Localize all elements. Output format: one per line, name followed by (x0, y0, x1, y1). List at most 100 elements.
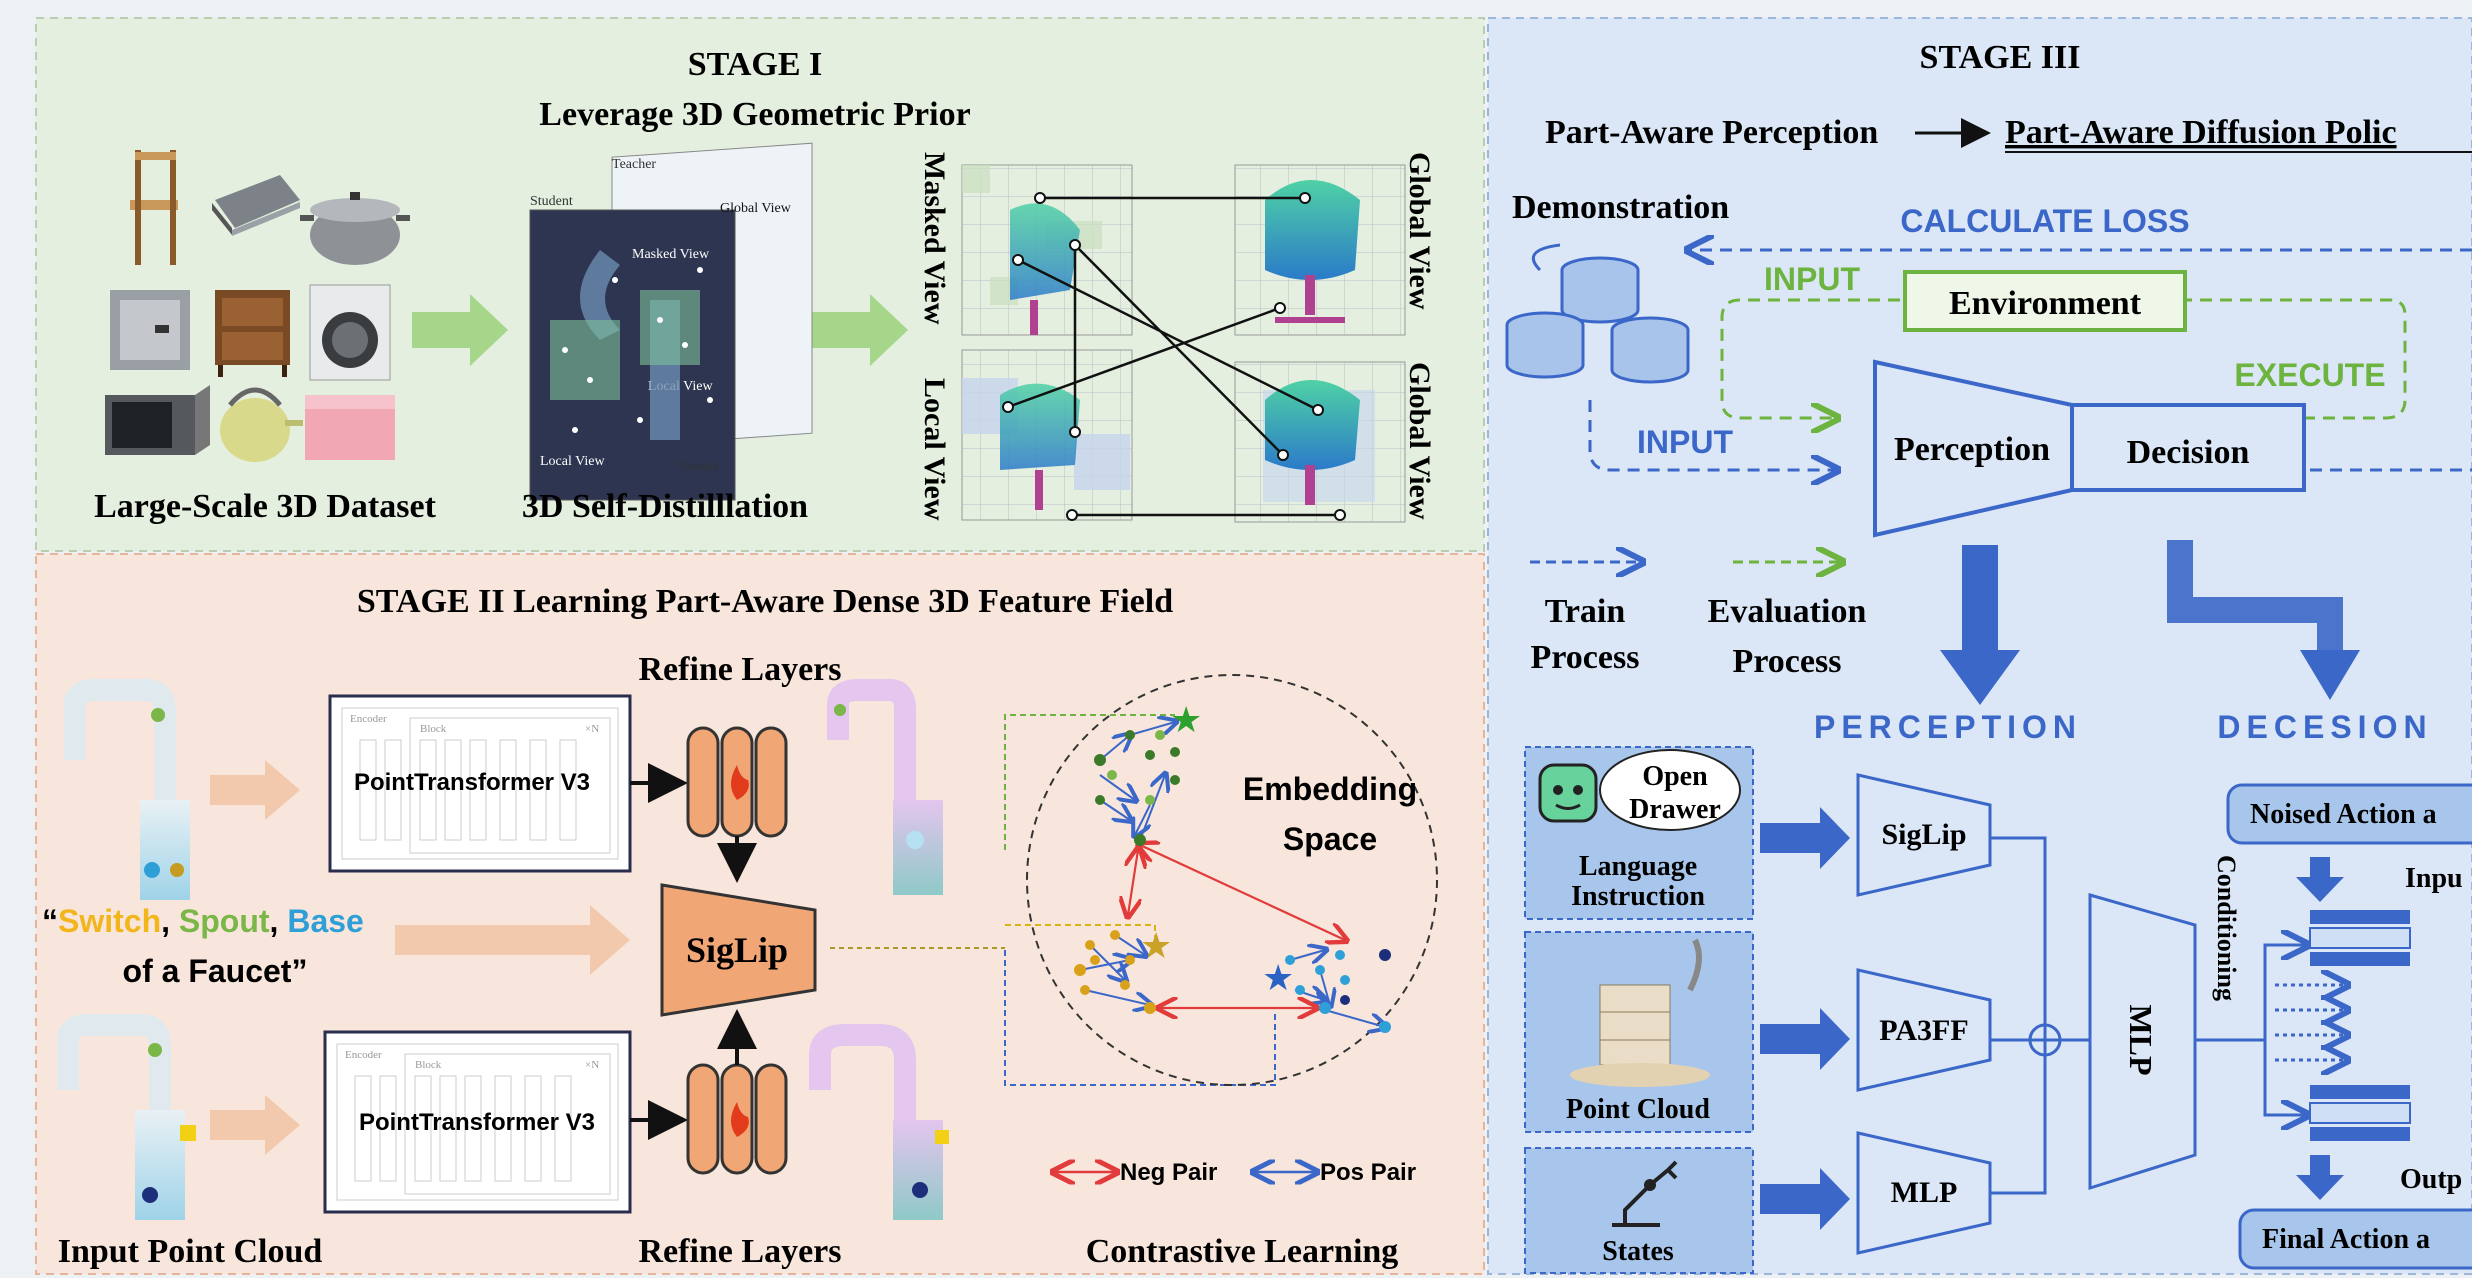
open-drawer-2: Drawer (1629, 794, 1721, 825)
fire-icon (731, 1102, 749, 1137)
database-icon (1505, 243, 1690, 384)
demonstration-label: Demonstration (1512, 189, 1729, 226)
mlp-encoder (1856, 1131, 1992, 1255)
faucet-bottom-right (809, 1024, 949, 1220)
stage2-title: STAGE II Learning Part-Aware Dense 3D Fe… (357, 583, 1173, 620)
ptv3-top-encoder: Encoder (350, 713, 387, 725)
final-action-box (2238, 1208, 2472, 1270)
final-action-label: Final Action a (2262, 1224, 2430, 1255)
perception-header: PERCEPTION (1814, 709, 2082, 745)
star-green-icon: ★ (1170, 700, 1202, 740)
denoise-stack-bottom (2309, 1085, 2411, 1141)
dataset-label: Large-Scale 3D Dataset (94, 488, 436, 525)
siglip-label-stage2: SigLip (686, 930, 788, 970)
noised-action-label: Noised Action a (2250, 799, 2437, 830)
denoise-stack-top (2309, 910, 2411, 966)
beige-arrow-text (395, 905, 630, 975)
mlp-big-label: MLP (2123, 1004, 2159, 1075)
washer-icon (309, 284, 391, 381)
noised-action-box (2226, 783, 2472, 845)
embedding-space: Embedding Space ★ ★ (1026, 674, 1438, 1086)
execute-label: EXECUTE (2234, 357, 2385, 393)
ptv3-bottom-xn: ×N (585, 1059, 599, 1071)
pa3ff-encoder-label: PA3FF (1879, 1014, 1968, 1047)
kettle-icon (220, 387, 303, 462)
prompt-spout: Spout (179, 903, 270, 939)
lang-arrow (1760, 807, 1850, 869)
robot-arm-icon (1612, 1160, 1678, 1227)
train-process-1: Train (1545, 593, 1626, 630)
distill-label: 3D Self-Distilllation (522, 488, 808, 525)
embedding-label-1: Embedding (1243, 771, 1417, 807)
prompt-base: Base (287, 903, 364, 939)
siglip-block-stage2 (660, 883, 817, 1017)
stage3-subtitle-part2: Part-Aware Diffusion Polic (2005, 114, 2397, 151)
pc-arrow (1760, 1008, 1850, 1070)
states-card (1524, 1147, 1754, 1274)
mlp-big (2088, 893, 2197, 1191)
open-drawer-1: Open (1642, 761, 1708, 792)
language-label-1: Language (1579, 851, 1697, 882)
ptv3-bottom-encoder: Encoder (345, 1049, 382, 1061)
teacher-label: Teacher (612, 157, 656, 172)
fire-icon (731, 765, 749, 800)
safe-icon (110, 290, 190, 370)
nightstand-icon (215, 290, 290, 377)
text-prompt-line2: of a Faucet” (123, 953, 308, 989)
ptv3-bottom-label: PointTransformer V3 (359, 1109, 595, 1136)
point-cloud-label: Point Cloud (1566, 1094, 1710, 1125)
mlp-encoder-label: MLP (1891, 1176, 1958, 1209)
faucet-top-right (827, 679, 943, 895)
contrastive-label: Contrastive Learning (1086, 1233, 1399, 1270)
ptv3-bottom-block: Block (415, 1059, 442, 1071)
perception-box-label: Perception (1894, 431, 2050, 468)
green-arrow-2 (812, 294, 908, 366)
ptv3-bottom-box: Encoder Block ×N PointTransformer V3 (323, 1030, 632, 1214)
local-view-side-label: Local View (918, 378, 951, 521)
states-arrow (1760, 1168, 1850, 1230)
refine-layers-bottom: Refine Layers (638, 1233, 841, 1270)
chair-icon (130, 150, 178, 265)
environment-label: Environment (1949, 285, 2142, 322)
global-view-side-label-bottom: Global View (1403, 362, 1436, 520)
ptv3-top-block: Block (420, 723, 447, 735)
dataset-objects (105, 150, 410, 462)
siglip-encoder (1856, 773, 1992, 897)
star-blue-icon: ★ (1262, 958, 1294, 998)
chest-icon (305, 395, 395, 460)
star-gold-icon: ★ (1140, 926, 1172, 966)
card-global-view-label: Global View (720, 201, 792, 216)
stage3-subtitle-part1: Part-Aware Perception (1545, 114, 1878, 151)
microwave-icon (105, 385, 210, 455)
ptv3-top-xn: ×N (585, 723, 599, 735)
laptop-icon (212, 175, 300, 236)
ptv3-top-box: Encoder Block ×N PointTransformer V3 (328, 694, 632, 873)
decision-box-label: Decision (2127, 434, 2250, 471)
ptv3-top-label: PointTransformer V3 (354, 769, 590, 796)
text-prompt-line1: “Switch, Spout, Base (42, 903, 364, 939)
input-point-cloud-label: Input Point Cloud (58, 1233, 323, 1270)
stage1-subtitle: Leverage 3D Geometric Prior (539, 96, 970, 133)
drawer-cabinet-icon (1570, 938, 1710, 1087)
beige-arrow-top (210, 760, 300, 820)
perception-down-arrow (1940, 545, 2020, 705)
refine-layers-top-block (686, 726, 788, 838)
faucet-bottom-left (57, 1014, 196, 1220)
pa3ff-encoder (1856, 968, 1992, 1092)
eval-process-2: Process (1733, 643, 1842, 680)
input-top-label: INPUT (1764, 261, 1860, 297)
decision-box (2070, 403, 2306, 492)
global-view-side-label-top: Global View (1403, 152, 1436, 310)
embedding-label-2: Space (1283, 821, 1377, 857)
states-label: States (1602, 1236, 1674, 1267)
pot-icon (300, 192, 410, 265)
environment-box (1903, 270, 2187, 332)
masked-view-side-label: Masked View (918, 152, 951, 325)
view-grids (961, 164, 1406, 523)
stage1-title: STAGE I (688, 46, 822, 83)
prompt-switch: Switch (58, 903, 161, 939)
stage3-title: STAGE III (1920, 39, 2081, 76)
refine-layers-bottom-block (686, 1063, 788, 1175)
faucet-top-left (64, 679, 190, 900)
train-process-2: Process (1531, 639, 1640, 676)
